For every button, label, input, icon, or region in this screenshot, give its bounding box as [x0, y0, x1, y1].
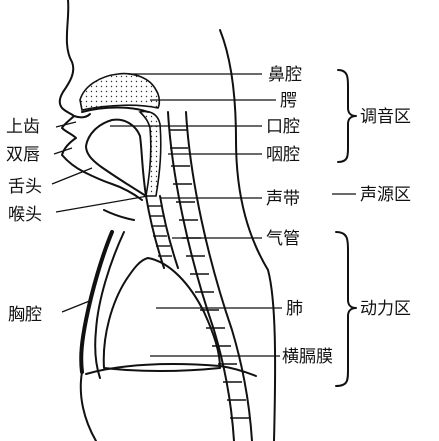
trachea: [145, 195, 179, 269]
diaphragm-shape: [85, 363, 257, 377]
thoracic-cavity-outline: [94, 231, 125, 379]
group-articulation: 调音区: [360, 107, 411, 127]
label-thoracic-cavity: 胸腔: [8, 305, 42, 325]
label-pharynx: 咽腔: [266, 145, 300, 165]
leader-lines: [51, 73, 356, 357]
label-lungs: 肺: [286, 299, 303, 319]
nasal-cavity-shape: [79, 72, 161, 111]
label-larynx: 喉头: [8, 205, 42, 225]
palate-shape: [81, 106, 149, 113]
label-lips: 双唇: [6, 145, 40, 165]
face-profile-outline: [58, 0, 143, 201]
lung-shape: [102, 257, 221, 372]
label-vocal-cords: 声带: [266, 189, 300, 209]
label-palate: 腭: [280, 91, 297, 111]
thoracic-cavity-wall: [79, 230, 114, 374]
tongue-shape: [85, 118, 147, 197]
label-oral-cavity: 口腔: [266, 117, 300, 137]
label-trachea: 气管: [266, 229, 300, 249]
label-nasal-cavity: 鼻腔: [268, 65, 302, 85]
group-phonation: 声源区: [360, 185, 411, 205]
label-tongue: 舌头: [8, 177, 42, 197]
articulation-brace: [337, 69, 357, 163]
upper-teeth-shape: [73, 113, 91, 119]
group-power: 动力区: [360, 299, 411, 319]
power-brace: [335, 231, 357, 387]
throat-outline: [103, 209, 135, 221]
pharynx-shape: [138, 110, 162, 197]
abdomen-outline: [79, 371, 97, 441]
back-outline: [219, 29, 277, 441]
label-diaphragm: 横膈膜: [282, 347, 333, 367]
label-upper-teeth: 上齿: [6, 117, 40, 137]
